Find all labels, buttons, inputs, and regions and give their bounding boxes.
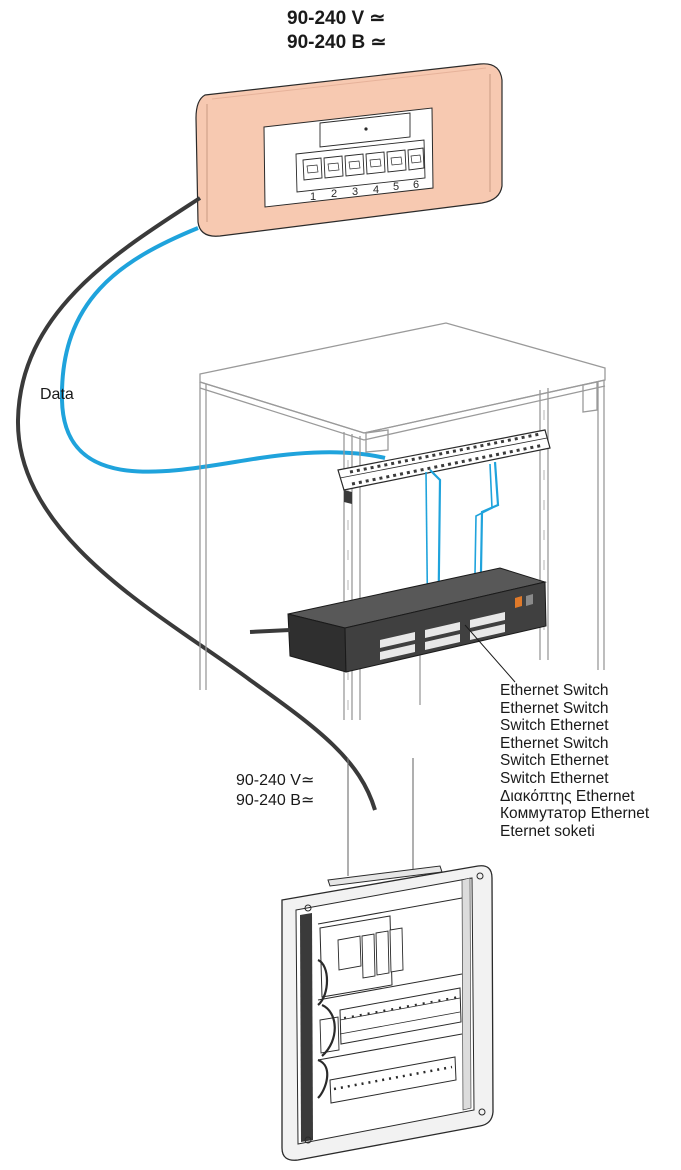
port-number-labels: 1 2 3 4 5 6 [310,179,419,203]
switch-label: Eternet soketi [500,822,595,840]
rj45-port [365,151,386,175]
port-number: 6 [413,179,419,191]
ethernet-switch-label-list: Ethernet Switch Ethernet Switch Switch E… [500,682,649,840]
patch-panel [337,429,551,504]
switch-label: Switch Ethernet [500,717,609,735]
port-number: 5 [393,181,399,193]
switch-label: Ethernet Switch [500,734,609,752]
switch-power-cord [249,628,291,634]
port-number: 1 [310,191,316,203]
wall-box-voltage-label-1: 90-240 V ≃ [287,8,386,29]
board-voltage-label-2: 90-240 B≃ [236,792,315,809]
port-number: 3 [352,186,358,198]
rj45-port [302,157,323,181]
switch-label: Ethernet Switch [500,699,609,717]
port-number: 4 [373,184,379,196]
rj45-port [344,153,365,177]
switch-label: Коммутатор Ethernet [500,805,650,823]
wall-box-voltage-label-2: 90-240 B ≃ [287,32,387,53]
switch-label: Ethernet Switch [500,682,609,699]
rj45-port [323,155,344,179]
power-cable [15,196,377,811]
distribution-board [281,758,494,1161]
switch-label: Switch Ethernet [500,752,609,770]
rj45-port [407,147,425,171]
data-cable-label: Data [40,386,74,403]
switch-label: Switch Ethernet [500,769,609,787]
switch-label: Διακόπτης Ethernet [500,787,635,805]
data-cable [59,226,386,474]
port-number: 2 [331,188,337,200]
switch-leader-line [464,624,516,683]
board-voltage-label-1: 90-240 V≃ [236,772,315,789]
wall-box [195,63,503,237]
rj45-port [386,149,407,173]
ethernet-switch [287,567,547,673]
wall-box-ports [302,147,425,181]
rack-cabinet [199,322,606,720]
